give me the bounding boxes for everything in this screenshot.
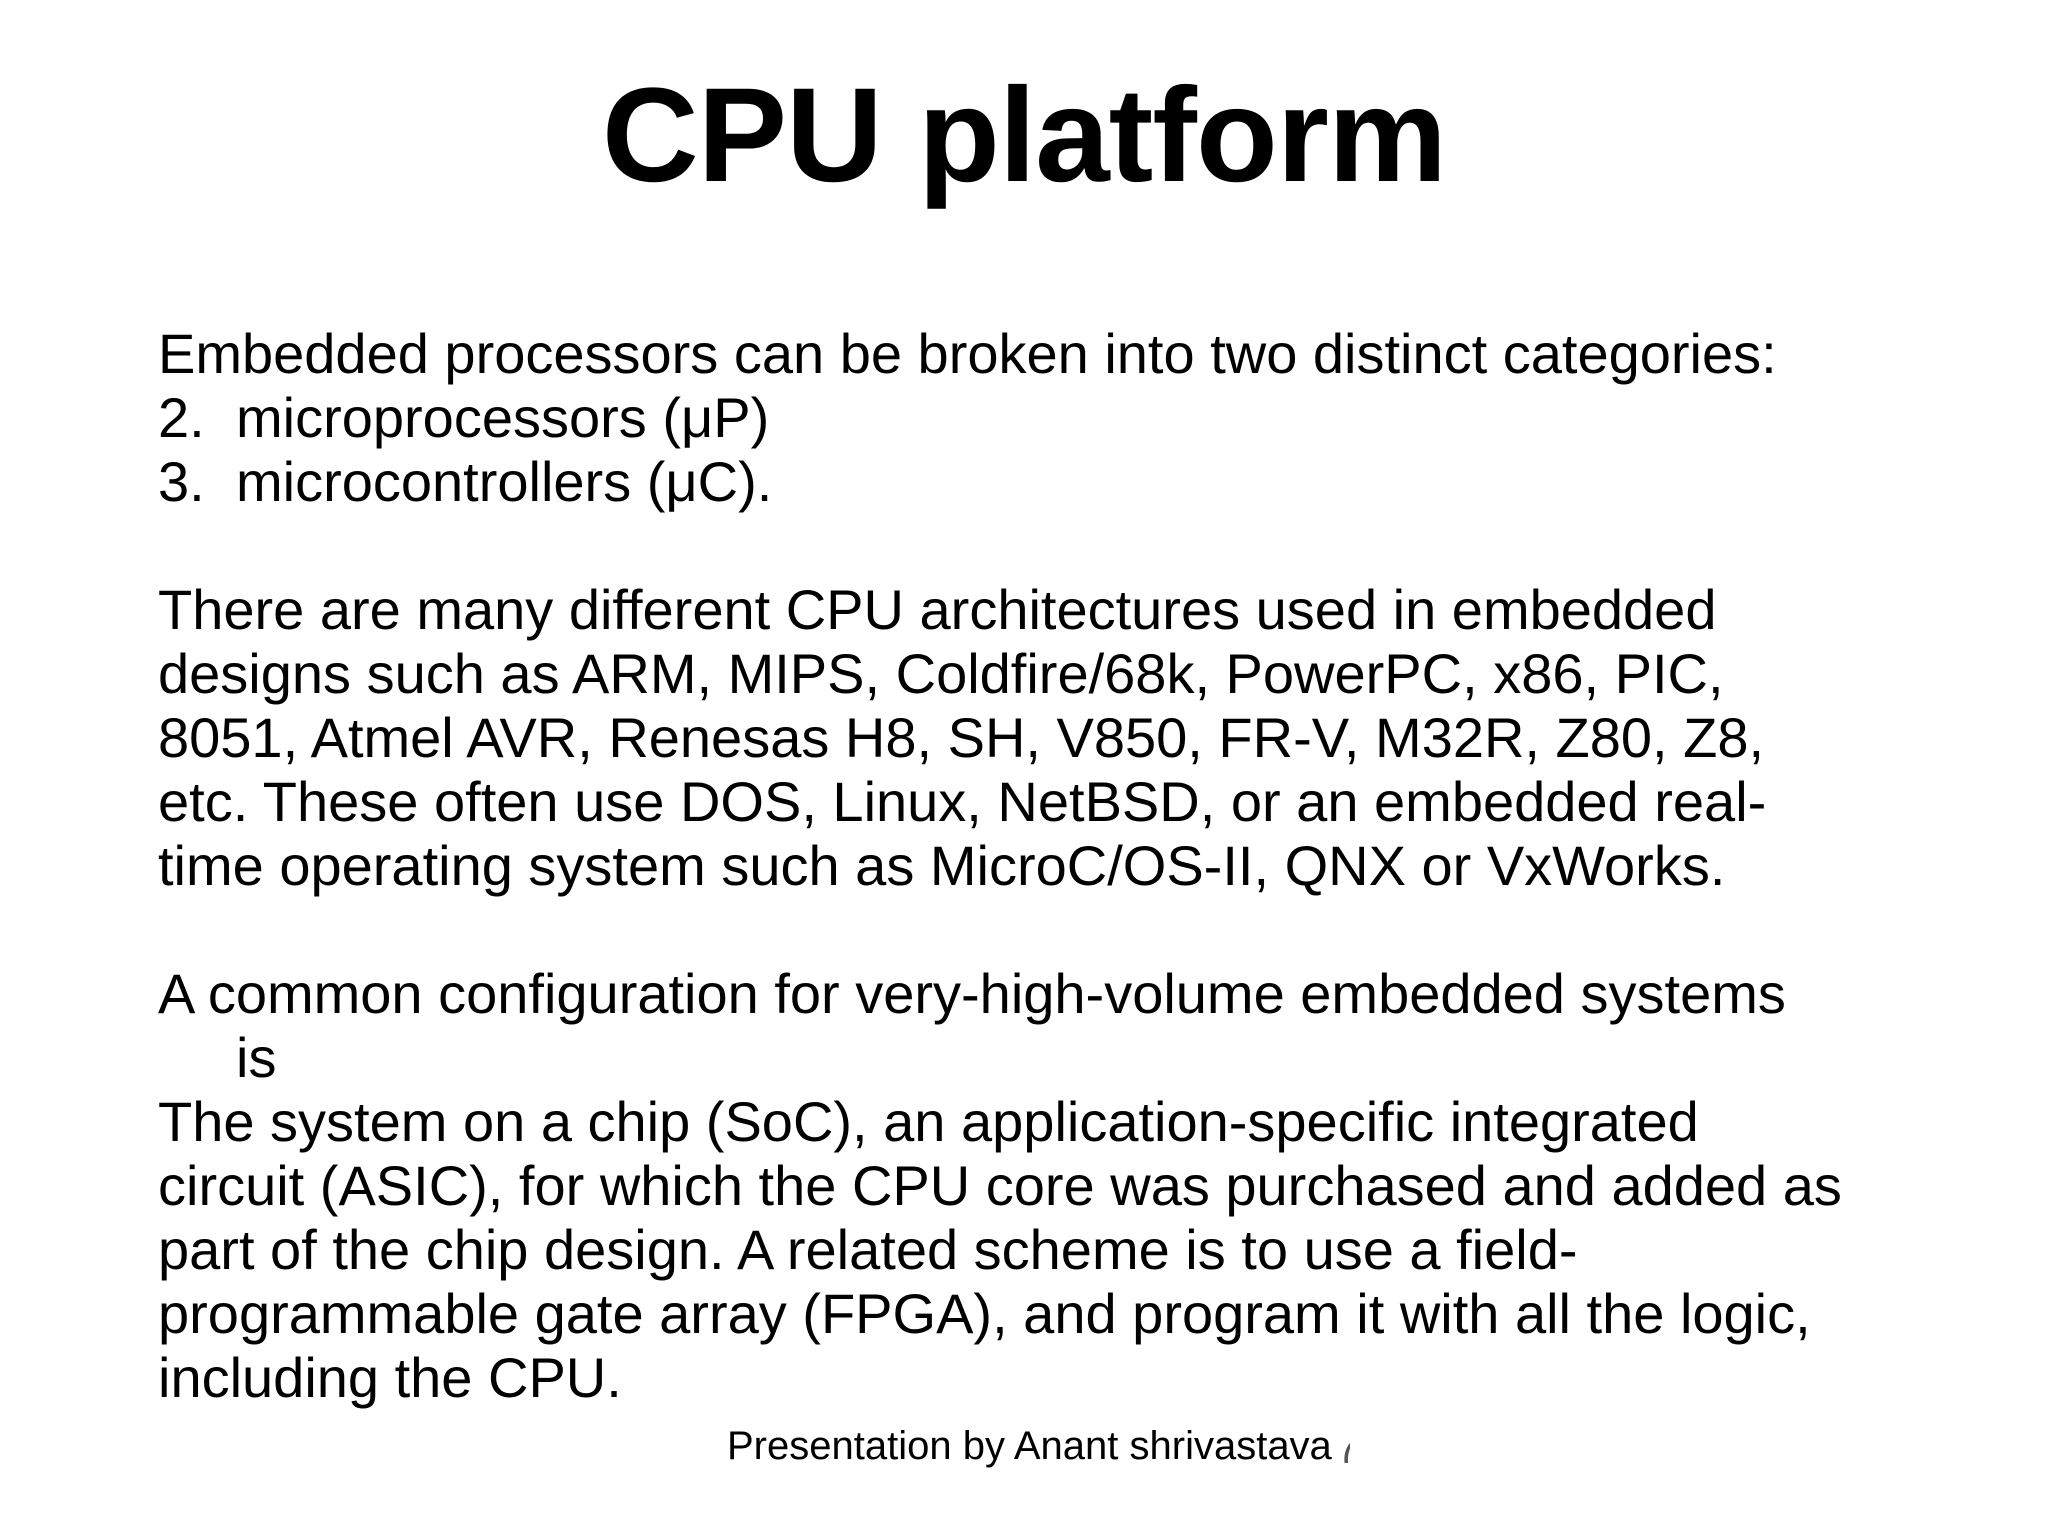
- spacer: [158, 514, 1958, 578]
- paragraph-line: 8051, Atmel AVR, Renesas H8, SH, V850, F…: [158, 706, 1765, 769]
- paragraph-line: There are many different CPU architectur…: [158, 578, 1717, 641]
- list-item-text: microcontrollers (μC).: [236, 450, 773, 513]
- paragraph-line: A common configuration for very-high-vol…: [158, 962, 1786, 1025]
- list-item-number: 2.: [158, 386, 205, 449]
- spacer: [158, 898, 1958, 962]
- footer-tail: (: [1342, 1433, 1350, 1463]
- paragraph-line: designs such as ARM, MIPS, Coldfire/68k,…: [158, 642, 1724, 705]
- slide-body: Embedded processors can be broken into t…: [158, 322, 1958, 1410]
- paragraph-line: programmable gate array (FPGA), and prog…: [158, 1282, 1811, 1345]
- paragraph-line-indented: is: [236, 1026, 277, 1089]
- list-item-number: 3.: [158, 450, 205, 513]
- paragraph-line: The system on a chip (SoC), an applicati…: [158, 1090, 1699, 1153]
- slide-title: CPU platform: [601, 61, 1447, 210]
- paragraph-line: time operating system such as MicroC/OS-…: [158, 834, 1726, 897]
- list-item-text: microprocessors (μP): [236, 386, 770, 449]
- paragraph-line: including the CPU.: [158, 1346, 622, 1409]
- slide-footer: Presentation by Anant shrivastava (: [727, 1422, 1350, 1470]
- paragraph-line: etc. These often use DOS, Linux, NetBSD,…: [158, 770, 1767, 833]
- list-item: 3. microcontrollers (μC).: [158, 450, 1958, 514]
- list-item: 2. microprocessors (μP): [158, 386, 1958, 450]
- paragraph-line: part of the chip design. A related schem…: [158, 1218, 1578, 1281]
- footer-text: Presentation by Anant shrivastava: [727, 1424, 1332, 1468]
- intro-line: Embedded processors can be broken into t…: [158, 322, 1777, 385]
- paragraph-line: circuit (ASIC), for which the CPU core w…: [158, 1154, 1842, 1217]
